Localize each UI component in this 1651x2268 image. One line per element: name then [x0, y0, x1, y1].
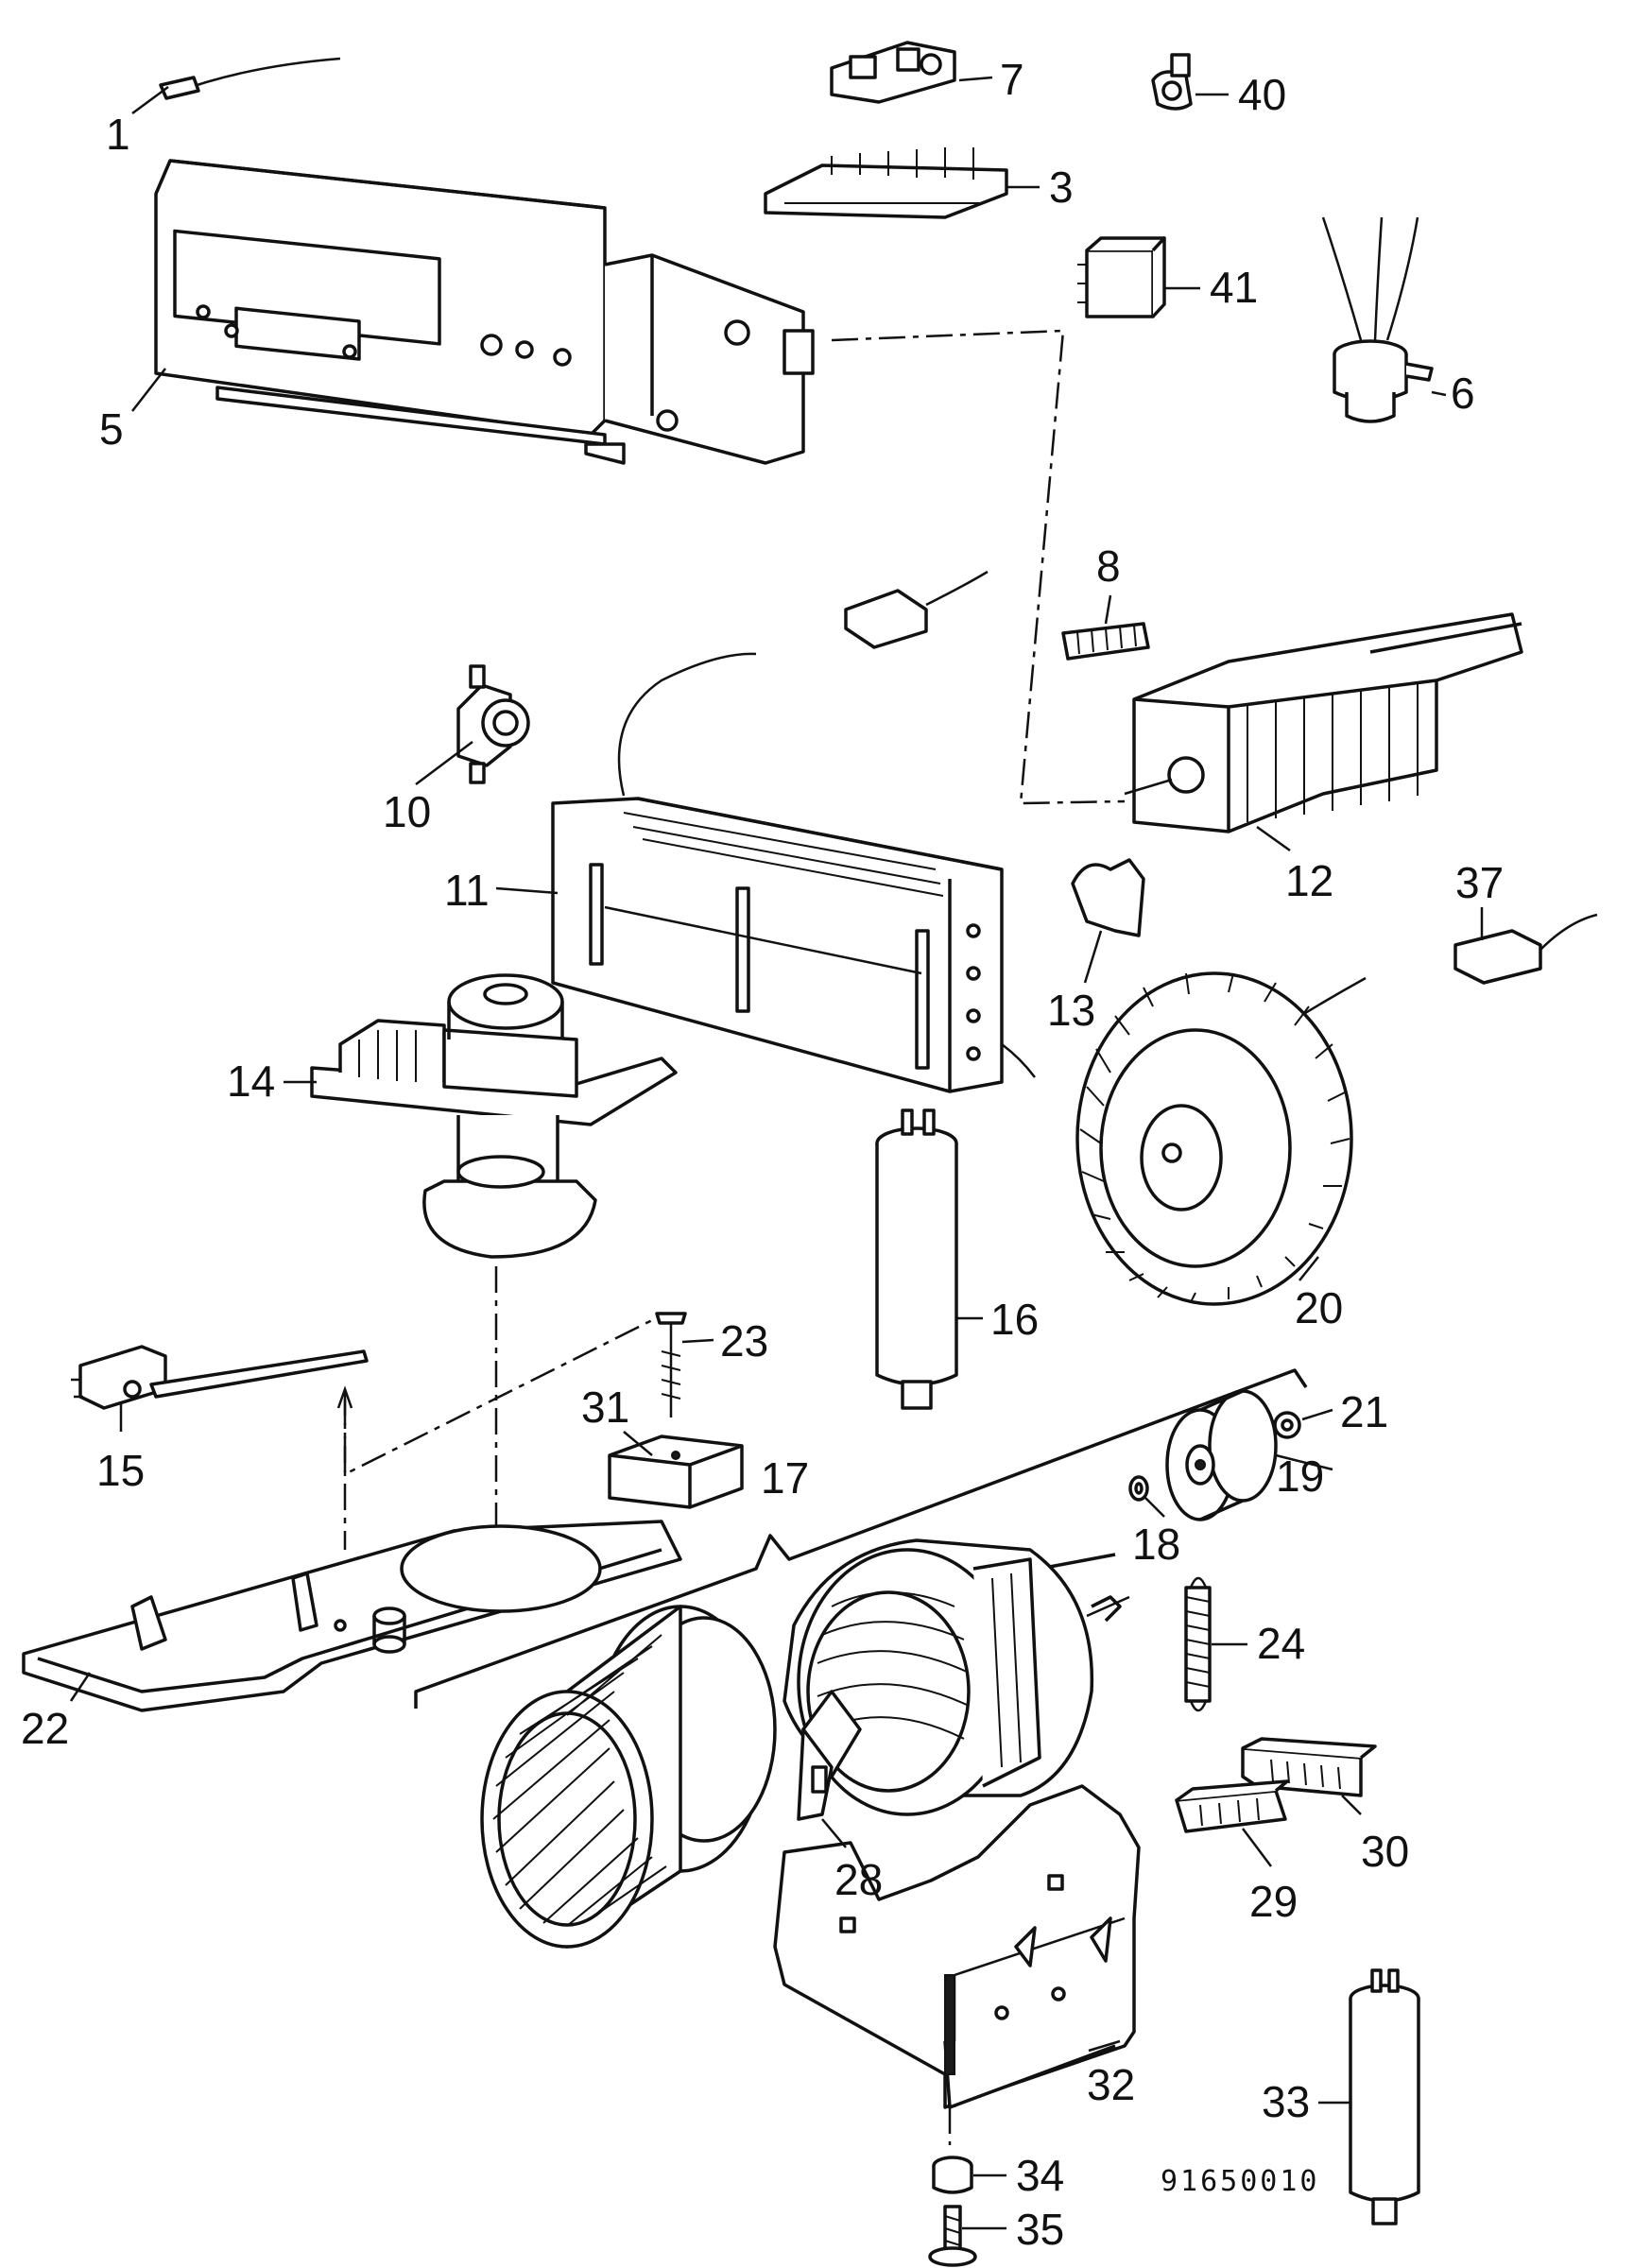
callout-12: 12 — [1285, 856, 1333, 905]
callout-31: 31 — [581, 1383, 629, 1432]
callout-20: 20 — [1295, 1283, 1343, 1332]
part-33-capacitor — [1349, 1968, 1420, 2225]
callout-21: 21 — [1340, 1387, 1388, 1436]
part-41-relay — [1077, 236, 1166, 318]
callout-15: 15 — [96, 1446, 145, 1495]
callout-7: 7 — [1000, 55, 1024, 104]
callout-19: 19 — [1276, 1452, 1324, 1501]
callout-35: 35 — [1016, 2205, 1064, 2254]
callout-3: 3 — [1049, 163, 1074, 212]
callout-14: 14 — [227, 1057, 275, 1106]
part-23-screw — [655, 1312, 687, 1418]
part-34-rubber-foot — [932, 2156, 973, 2194]
part-11-heater-element — [551, 652, 1036, 1093]
part-13-bracket — [1071, 858, 1145, 937]
part-19-pulley — [1165, 1389, 1278, 1521]
callout-13: 13 — [1047, 986, 1095, 1035]
part-10-thermal-switch — [456, 664, 530, 784]
callout-22: 22 — [21, 1704, 69, 1753]
callout-33: 33 — [1262, 2077, 1310, 2126]
part-8-connector-strip — [1061, 622, 1150, 661]
drawing-code: 91650010 — [1161, 2165, 1320, 2198]
part-15-microswitch — [71, 1345, 369, 1410]
callout-32: 32 — [1087, 2060, 1135, 2109]
callout-10: 10 — [383, 787, 431, 836]
callout-30: 30 — [1361, 1827, 1409, 1876]
part-29-connector — [1175, 1779, 1289, 1833]
group-17-divider — [414, 1368, 1308, 1709]
callout-labels: 1 3 5 6 7 40 41 8 10 11 12 13 37 14 16 2… — [21, 55, 1504, 2254]
part-32-motor-cradle — [773, 1784, 1141, 2109]
callout-34: 34 — [1016, 2151, 1064, 2200]
callout-1: 1 — [106, 110, 130, 159]
part-28-fan-wheel — [480, 1605, 834, 1949]
part-31-foam-block — [608, 1435, 744, 1509]
callout-23: 23 — [720, 1316, 768, 1366]
callout-40: 40 — [1238, 70, 1286, 119]
callout-6: 6 — [1451, 369, 1475, 418]
part-17-main-motor — [783, 1538, 1130, 1816]
callout-16: 16 — [990, 1295, 1039, 1344]
part-5-control-panel — [154, 159, 815, 465]
part-12-timer-unit — [1124, 612, 1523, 833]
callout-29: 29 — [1249, 1877, 1298, 1926]
callout-18: 18 — [1132, 1520, 1180, 1569]
callout-5: 5 — [99, 404, 124, 454]
arrow-up-to-lever — [336, 1385, 353, 1409]
part-35-bolt — [928, 2205, 977, 2267]
callout-41: 41 — [1210, 263, 1258, 312]
part-40-thermostat — [1151, 53, 1193, 111]
callout-8: 8 — [1096, 541, 1121, 591]
dash-panel-to-part-12 — [831, 329, 1126, 805]
part-24-spring — [1184, 1576, 1212, 1712]
part-22-base-plate — [22, 1520, 682, 1712]
part-3-terminal-block — [764, 147, 1008, 219]
part-14-motor-pump — [310, 973, 678, 1259]
callout-24: 24 — [1257, 1619, 1305, 1668]
part-37-switch — [1453, 913, 1598, 985]
part-1-sensor-wire — [159, 57, 341, 100]
part-18-washer — [1128, 1475, 1149, 1502]
part-6-capacitor — [1321, 216, 1434, 423]
leader-lines — [69, 76, 1484, 2230]
part-7-control-switch — [830, 41, 956, 104]
part-21-nut — [1273, 1408, 1333, 1439]
callout-37: 37 — [1455, 858, 1504, 907]
callout-28: 28 — [834, 1855, 883, 1904]
callout-11: 11 — [444, 866, 490, 915]
part-switch-unlabeled — [844, 570, 989, 649]
callout-17: 17 — [761, 1453, 809, 1503]
part-20-blower-wheel — [1075, 971, 1367, 1306]
part-16-capacitor — [875, 1108, 958, 1410]
